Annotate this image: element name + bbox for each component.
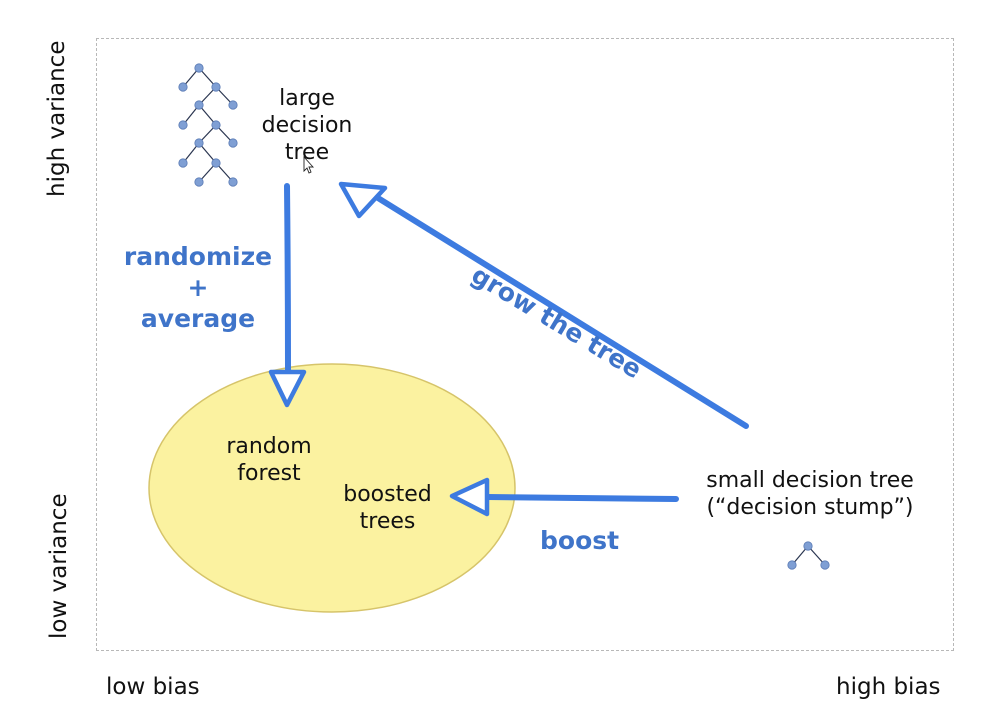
boost-label: boost — [540, 526, 620, 555]
diagram-frame — [96, 38, 954, 651]
randomize-arrow — [268, 183, 307, 408]
mouse-cursor-icon — [303, 155, 315, 174]
decision-stump-icon — [787, 541, 830, 570]
y-axis-bottom-label: low variance — [46, 493, 72, 639]
grow-the-tree-arrow — [338, 181, 749, 429]
large-tree-nodes — [178, 63, 238, 187]
boosted-trees-label: boosted trees — [343, 482, 432, 534]
x-axis-left-label: low bias — [106, 674, 200, 700]
x-axis-right-label: high bias — [836, 674, 941, 700]
decision-stump-label: small decision tree (“decision stump”) — [706, 468, 914, 520]
randomize-average-label: randomize + average — [123, 242, 273, 333]
large-decision-tree-label: large decision tree — [261, 86, 353, 165]
low-bias-low-variance-region — [148, 363, 516, 613]
y-axis-top-label: high variance — [44, 40, 70, 197]
boost-arrow — [449, 477, 679, 517]
large-tree-icon — [182, 67, 234, 183]
random-forest-label: random forest — [226, 434, 312, 486]
